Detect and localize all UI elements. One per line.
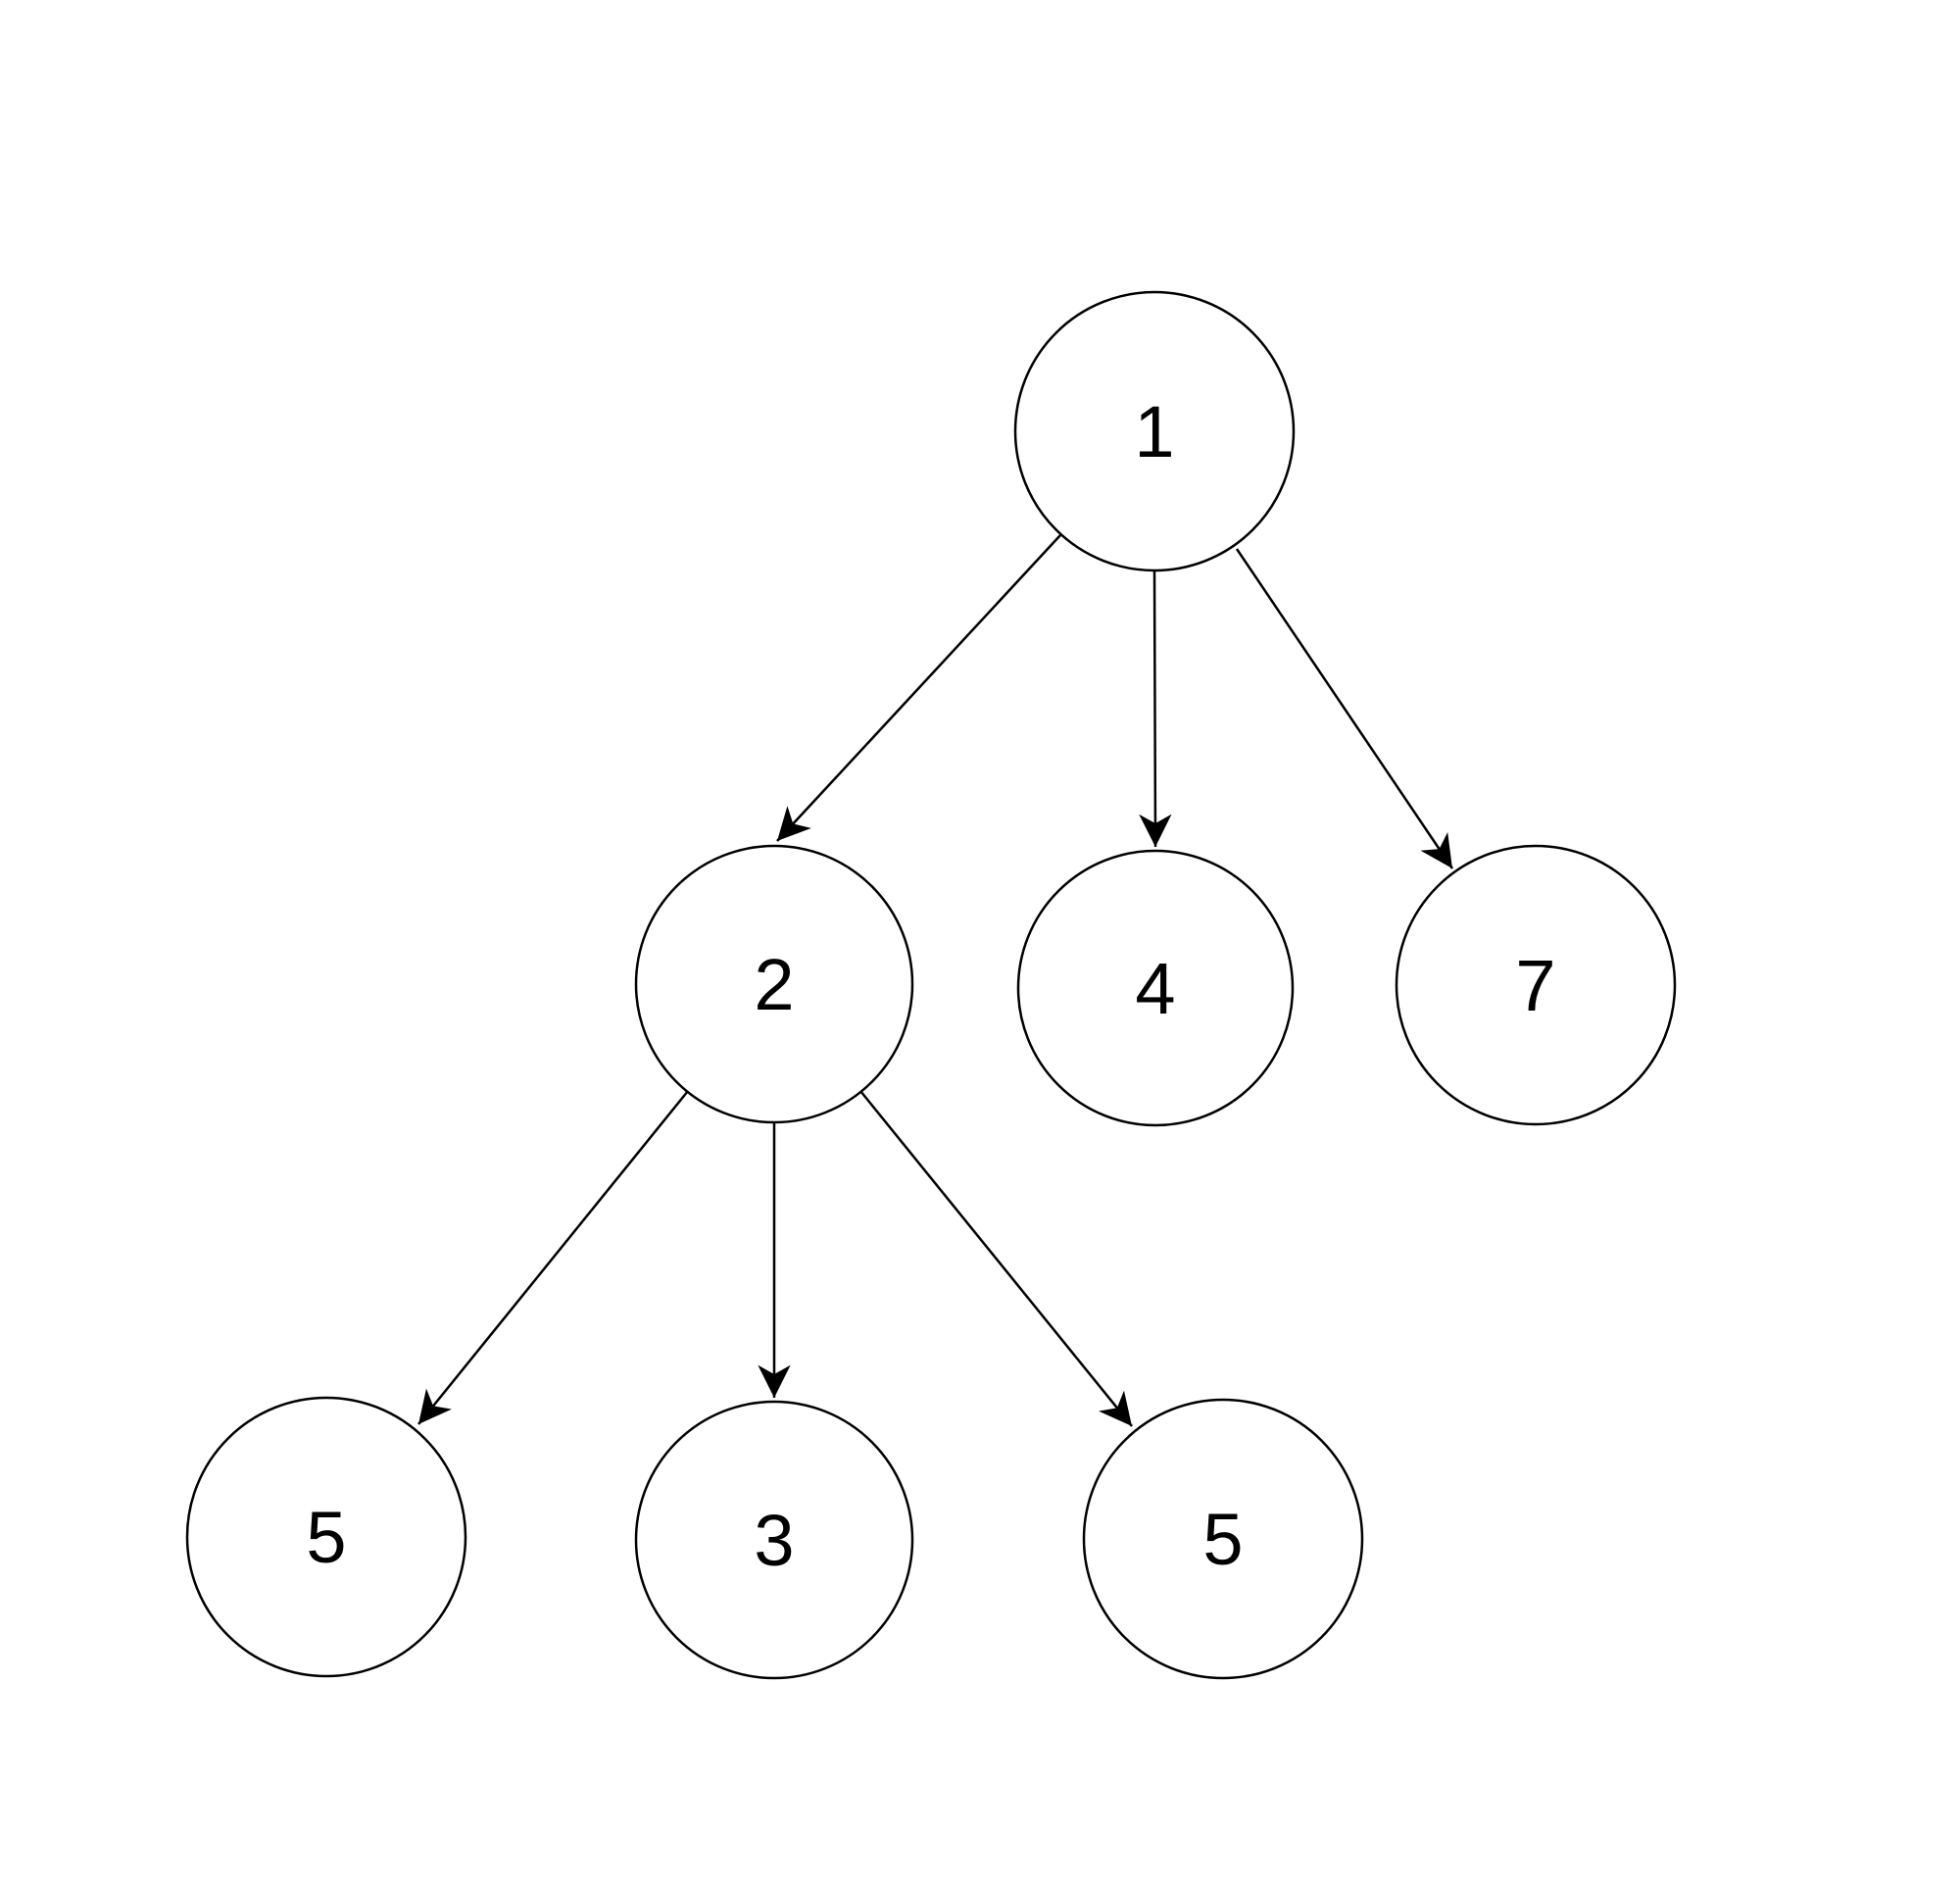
edge-n2-n5a[interactable] <box>417 1090 689 1425</box>
node-label-n5b: 5 <box>1202 1499 1243 1580</box>
node-circle-n4 <box>1016 849 1295 1127</box>
node-label-n5a: 5 <box>306 1497 346 1578</box>
node-label-n4: 4 <box>1135 948 1175 1029</box>
edge-n1-n4[interactable] <box>1139 570 1172 848</box>
nodes-layer: 1 2 4 7 5 3 5 <box>185 290 1677 1680</box>
node-circle-n2 <box>634 844 914 1124</box>
tree-node-n2[interactable]: 2 <box>634 844 914 1124</box>
tree-node-n5a[interactable]: 5 <box>185 1396 467 1678</box>
tree-node-n1[interactable]: 1 <box>1013 290 1296 572</box>
node-circle-n3 <box>634 1400 914 1680</box>
node-label-n2: 2 <box>754 944 794 1025</box>
tree-node-n4[interactable]: 4 <box>1016 849 1295 1127</box>
tree-node-n5b[interactable]: 5 <box>1082 1398 1364 1680</box>
node-label-n1: 1 <box>1134 391 1174 472</box>
tree-node-n3[interactable]: 3 <box>634 1400 914 1680</box>
edge-n1-n2[interactable] <box>776 534 1061 842</box>
edge-n1-n7[interactable] <box>1235 548 1454 869</box>
node-label-n7: 7 <box>1515 945 1555 1026</box>
node-circle-n7 <box>1395 844 1677 1126</box>
node-label-n3: 3 <box>754 1500 794 1581</box>
node-circle-n5a <box>185 1396 467 1678</box>
edge-n2-n5b[interactable] <box>859 1090 1133 1427</box>
tree-node-n7[interactable]: 7 <box>1395 844 1677 1126</box>
node-circle-n5b <box>1082 1398 1364 1680</box>
node-circle-n1 <box>1013 290 1296 572</box>
edges-layer <box>417 534 1454 1427</box>
